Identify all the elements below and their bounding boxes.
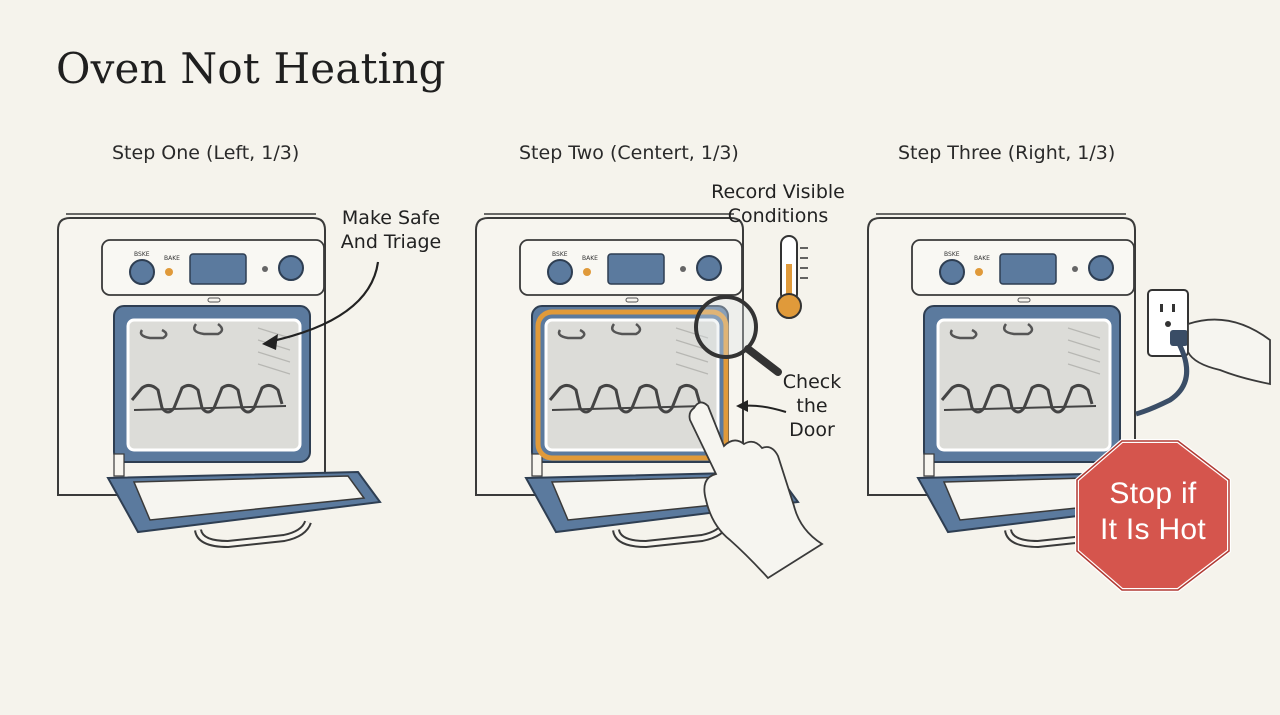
oven-step-one — [58, 214, 380, 544]
stop-sign-line1: Stop if — [1109, 477, 1197, 510]
thermometer-icon — [776, 235, 808, 319]
step-two-label: Step Two (Centert, 1/3) — [519, 142, 739, 164]
step-one-label: Step One (Left, 1/3) — [112, 142, 300, 164]
pointing-hand-icon — [688, 401, 824, 580]
callout-make-safe: Make Safe And Triage — [331, 206, 451, 254]
callout-check-line3: Door — [789, 419, 835, 441]
arrow-head-make-safe — [262, 334, 278, 350]
arrow-head-check-door — [736, 400, 748, 412]
arrow-make-safe — [267, 261, 380, 344]
plug-hand-icon — [1170, 318, 1271, 386]
callout-record-line2: Conditions — [727, 205, 829, 227]
oven-step-two — [476, 214, 798, 544]
callout-record-line1: Record Visible — [711, 181, 845, 203]
stop-sign-line2: It Is Hot — [1099, 513, 1207, 546]
callout-check-line1: Check — [782, 371, 842, 393]
callout-record-conditions: Record Visible Conditions — [700, 180, 856, 228]
callout-check-door: Check the Door — [776, 370, 848, 442]
stop-sign-text: Stop if It Is Hot — [1080, 476, 1226, 548]
callout-make-safe-line1: Make Safe — [341, 207, 441, 229]
power-cord — [1135, 336, 1190, 417]
callout-check-line2: the — [796, 395, 828, 417]
page-title: Oven Not Heating — [56, 44, 446, 93]
callout-make-safe-line2: And Triage — [340, 231, 442, 253]
step-three-label: Step Three (Right, 1/3) — [898, 142, 1116, 164]
magnifier-icon — [694, 295, 782, 376]
